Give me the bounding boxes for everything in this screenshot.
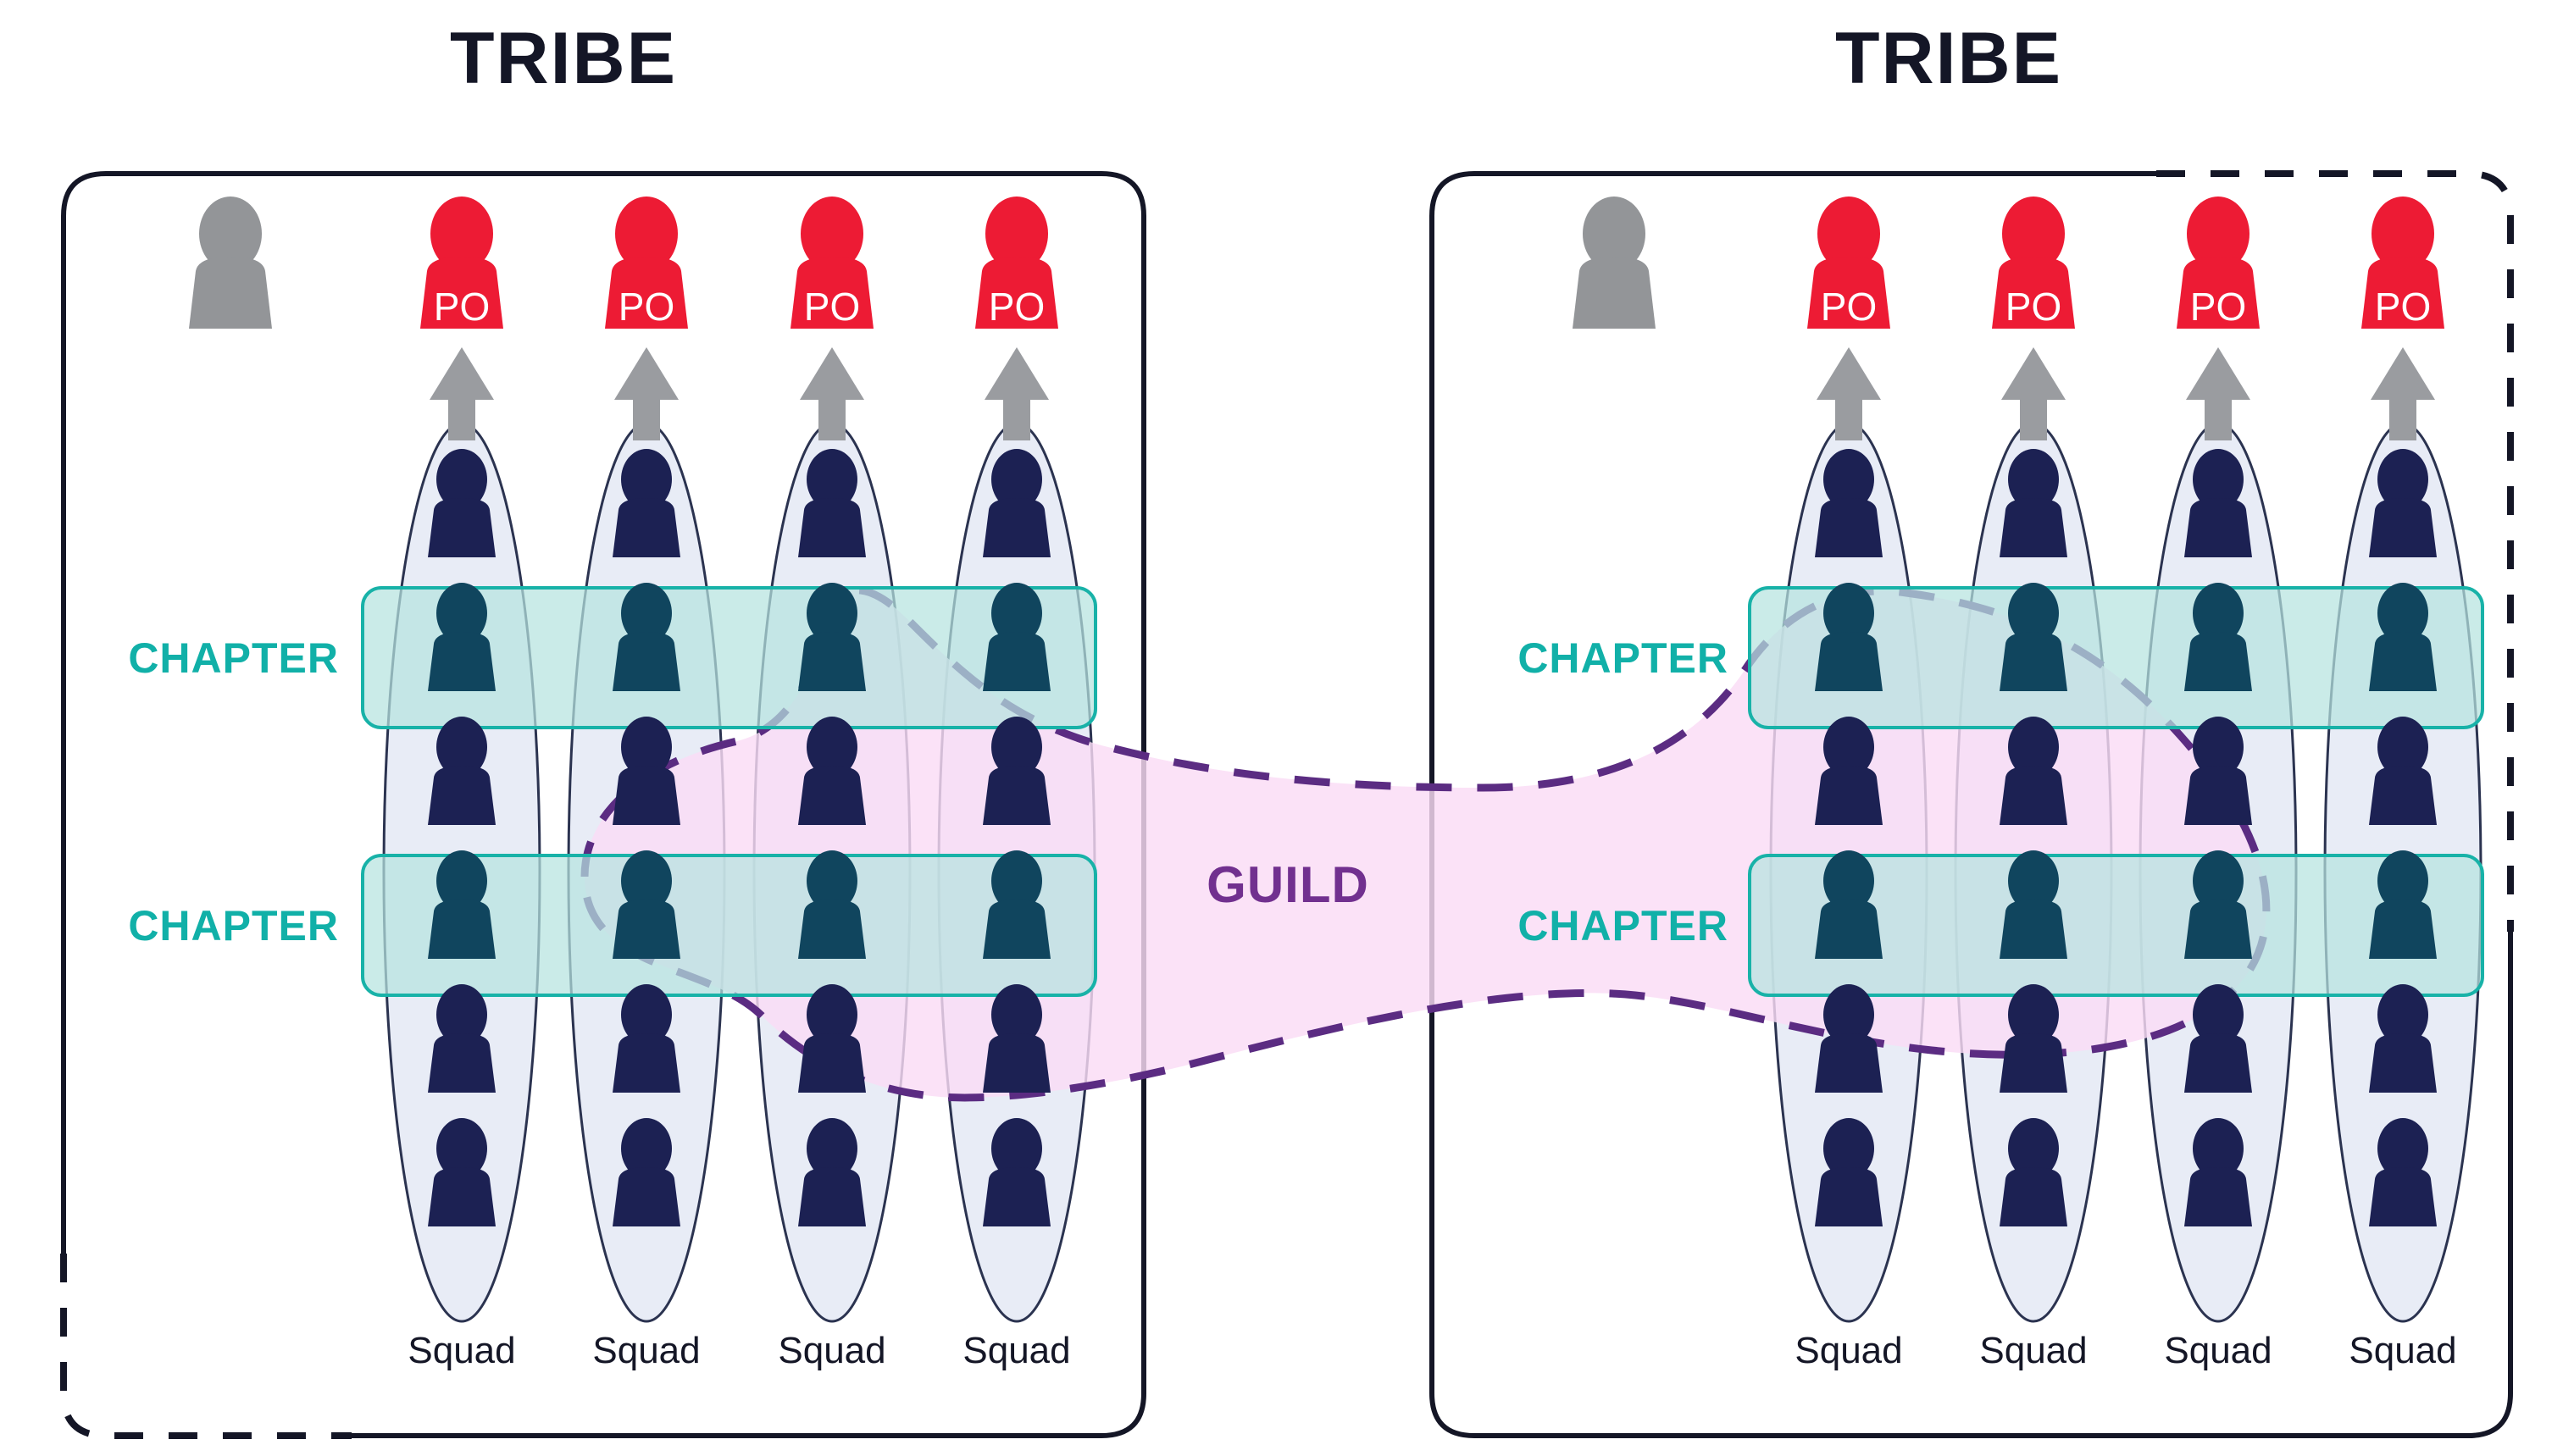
tribe-lead-right — [1573, 197, 1656, 329]
po-arrows-right — [1817, 347, 2435, 440]
tribe-left-title: TRIBE — [450, 18, 677, 99]
squad-label: Squad — [778, 1330, 886, 1371]
po-badge-label: PO — [2005, 285, 2061, 329]
chapter-label-left-bottom: CHAPTER — [128, 902, 339, 949]
tribe-left-card — [60, 171, 1146, 1439]
tribe-right-card — [1429, 170, 2514, 1438]
po-arrows-left — [430, 347, 1049, 440]
chapter-label-left-top: CHAPTER — [128, 634, 339, 682]
product-owners-right: PO PO PO PO — [1807, 197, 2444, 329]
po-badge-label: PO — [619, 285, 674, 329]
guild-label: GUILD — [1207, 856, 1369, 913]
chapter-bands-right — [1748, 586, 2484, 997]
squad-label: Squad — [2164, 1330, 2272, 1371]
po-badge-label: PO — [2375, 285, 2431, 329]
po-badge-label: PO — [434, 285, 490, 329]
tribe-right-title: TRIBE — [1835, 18, 2062, 99]
po-badge-label: PO — [804, 285, 860, 329]
chapter-bands-left — [361, 586, 1097, 997]
chapter-label-right-bottom: CHAPTER — [1517, 902, 1728, 949]
squad-label: Squad — [408, 1330, 516, 1371]
po-badge-label: PO — [2190, 285, 2246, 329]
chapter-label-right-top: CHAPTER — [1517, 634, 1728, 682]
squad-label: Squad — [1979, 1330, 2088, 1371]
squad-label: Squad — [962, 1330, 1071, 1371]
tribe-lead-left — [189, 197, 272, 329]
product-owners-left: PO PO PO PO — [420, 197, 1058, 329]
squad-label: Squad — [1795, 1330, 1903, 1371]
po-badge-label: PO — [989, 285, 1045, 329]
po-badge-label: PO — [1821, 285, 1877, 329]
squad-label: Squad — [2349, 1330, 2457, 1371]
squad-label: Squad — [592, 1330, 701, 1371]
